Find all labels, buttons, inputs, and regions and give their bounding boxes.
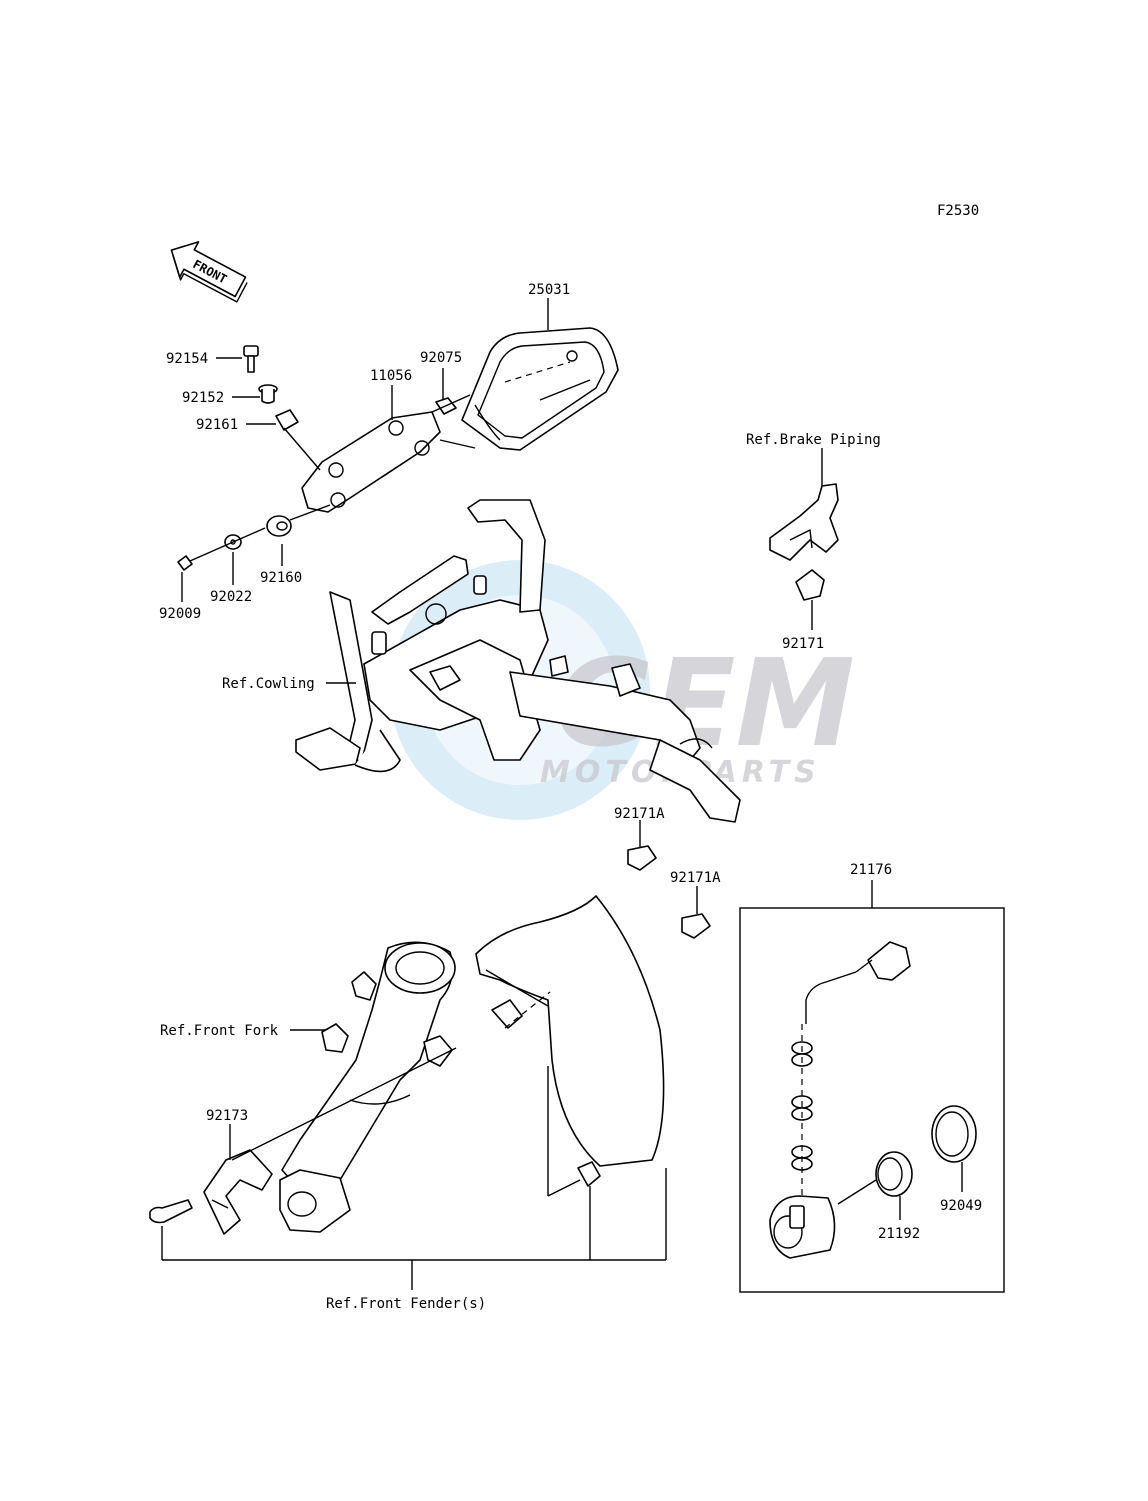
bracket-11056	[301, 411, 441, 513]
label-ref-front-fenders: Ref.Front Fender(s)	[326, 1296, 486, 1312]
label-92049: 92049	[940, 1198, 982, 1214]
label-ref-cowling: Ref.Cowling	[222, 676, 315, 692]
label-92171a-1: 92171A	[614, 806, 665, 822]
label-21176: 21176	[850, 862, 892, 878]
fender-reference-bracket	[161, 1168, 667, 1290]
figure-code: F2530	[937, 203, 979, 219]
grommet-92160	[266, 515, 292, 537]
label-92009: 92009	[159, 606, 201, 622]
meter-assembly	[461, 327, 619, 451]
label-92075: 92075	[420, 350, 462, 366]
label-92161: 92161	[196, 417, 238, 433]
label-11056: 11056	[370, 368, 412, 384]
label-92160: 92160	[260, 570, 302, 586]
screw-fender	[149, 1199, 193, 1224]
screw-92009	[177, 555, 193, 571]
label-ref-brake-piping: Ref.Brake Piping	[746, 432, 881, 448]
ring-92049	[931, 1105, 977, 1163]
label-92171: 92171	[782, 636, 824, 652]
clamp-92171a-1	[627, 845, 657, 871]
label-ref-front-fork: Ref.Front Fork	[160, 1023, 279, 1039]
clamp-92171	[795, 569, 825, 601]
label-25031: 25031	[528, 282, 570, 298]
label-21192: 21192	[878, 1226, 920, 1242]
front-fork	[279, 941, 456, 1233]
cowling-stay-frame	[295, 499, 741, 823]
clamp-92171a-2	[681, 913, 711, 939]
label-92154: 92154	[166, 351, 208, 367]
front-fender	[475, 895, 665, 1187]
ignition-switch	[769, 941, 911, 1259]
collar-92152	[258, 384, 278, 404]
ignition-switch-box	[739, 880, 1005, 1293]
label-92022: 92022	[210, 589, 252, 605]
clamp-92173	[203, 1149, 273, 1235]
bolt-92154	[243, 345, 259, 373]
label-92152: 92152	[182, 390, 224, 406]
label-92171a-2: 92171A	[670, 870, 721, 886]
cap-21192	[875, 1151, 913, 1197]
label-92173: 92173	[206, 1108, 248, 1124]
front-arrow-icon: FRONT	[170, 241, 248, 303]
grommet-92161	[275, 409, 299, 431]
brake-piping-bracket	[769, 483, 839, 561]
